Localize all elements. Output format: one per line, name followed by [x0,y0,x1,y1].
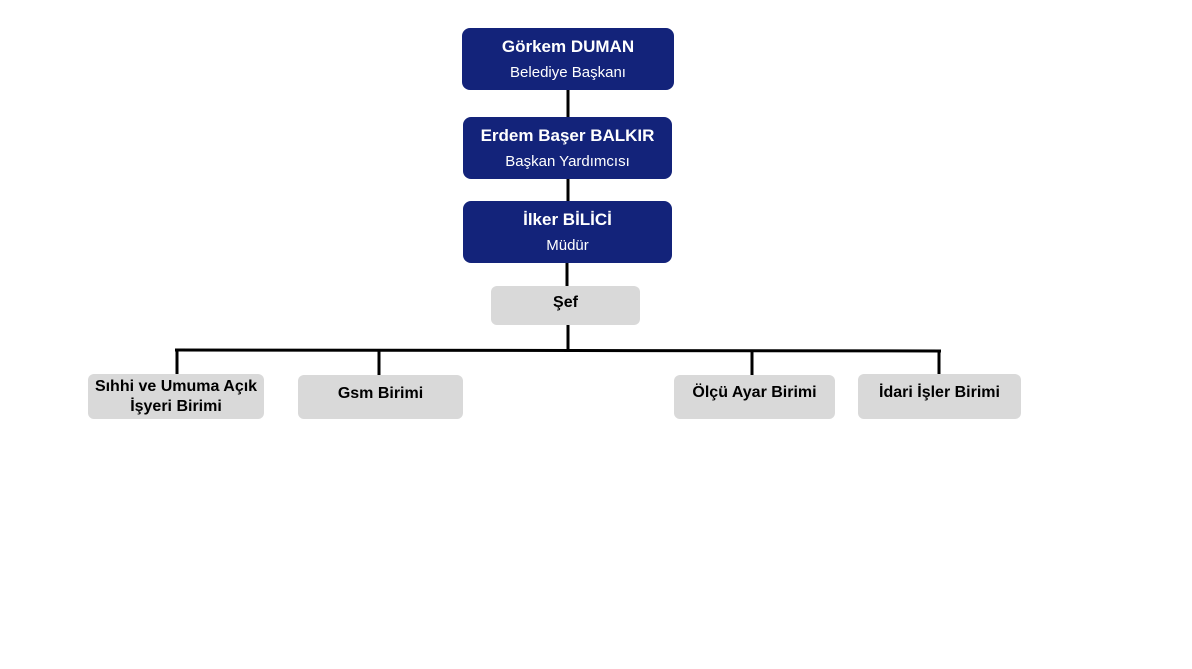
unit-administrative-label: İdari İşler Birimi [879,384,1000,401]
unit-sanitation-label-line-1: Sıhhi ve Umuma Açık [94,377,258,395]
unit-box-metrology: Ölçü Ayar Birimi [674,375,835,419]
mayor-role: Belediye Başkanı [510,63,626,81]
chief-box: Şef [491,286,640,325]
director-name: İlker BİLİCİ [523,209,612,229]
unit-sanitation-label-line-2: İşyeri Birimi [130,397,222,415]
director-role: Müdür [546,236,589,254]
deputy-mayor-role: Başkan Yardımcısı [505,152,630,170]
unit-box-sanitation: Sıhhi ve Umuma Açık İşyeri Birimi [88,374,264,419]
connector-horizontal-bus [174,348,942,353]
unit-box-gsm: Gsm Birimi [298,375,463,419]
mayor-box: Görkem DUMAN Belediye Başkanı [462,28,674,90]
mayor-name: Görkem DUMAN [501,36,635,56]
chief-label: Şef [553,294,578,311]
unit-metrology-label: Ölçü Ayar Birimi [692,384,817,401]
deputy-mayor-name: Erdem Başer BALKIR [480,125,655,145]
unit-gsm-label: Gsm Birimi [337,385,424,402]
director-box: İlker BİLİCİ Müdür [463,201,672,263]
deputy-mayor-box: Erdem Başer BALKIR Başkan Yardımcısı [463,117,672,179]
unit-box-administrative: İdari İşler Birimi [858,374,1021,419]
